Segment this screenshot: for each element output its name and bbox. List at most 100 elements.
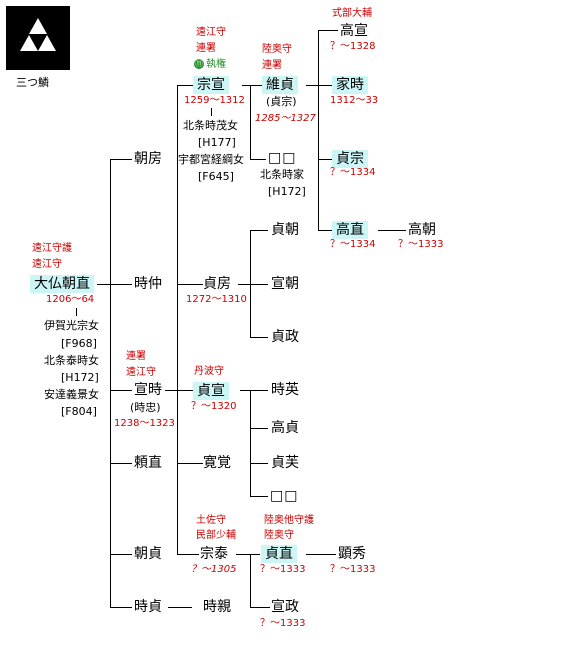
connector — [250, 554, 260, 555]
title-label: 遠江守 — [32, 259, 62, 270]
person-akihide: 顕秀 — [338, 546, 366, 562]
person-munetai: 宗泰 — [200, 546, 228, 562]
connector — [250, 230, 251, 337]
person-nobumasa: 宣政 — [271, 599, 299, 615]
connector — [250, 607, 270, 608]
connector — [177, 85, 193, 86]
connector — [240, 390, 250, 391]
connector — [110, 284, 132, 285]
connector — [378, 230, 406, 231]
person-sadatomo: 貞朝 — [271, 222, 299, 238]
connector — [318, 159, 332, 160]
title-label: 連署 — [126, 351, 146, 362]
person-nobutomo: 宣朝 — [271, 276, 299, 292]
connector — [306, 85, 318, 86]
title-label: 連署 — [196, 43, 216, 54]
years-label: ？～1333 — [398, 239, 444, 250]
connector — [250, 390, 268, 391]
person-munenobu: 宗宣 — [193, 76, 229, 94]
spouse-label: 北条時家 — [260, 168, 304, 181]
connector — [242, 85, 250, 86]
alt-name: (貞宗) — [266, 95, 297, 108]
connector — [110, 159, 111, 607]
person-sadamune: 貞宗 — [332, 150, 368, 168]
person-tokihide: 時英 — [271, 382, 299, 398]
person-sadamasa: 貞政 — [271, 329, 299, 345]
connector — [110, 390, 132, 391]
person-takatomo: 高朝 — [408, 222, 436, 238]
spouse-ref: [H172] — [268, 185, 306, 198]
connector — [236, 554, 250, 555]
person-ietoki: 家時 — [332, 76, 368, 94]
connector — [177, 284, 203, 285]
connector — [250, 554, 251, 607]
years-label: ？～1334 — [330, 167, 376, 178]
person-yorinao: 頼直 — [134, 455, 162, 471]
spouse-ref: [F645] — [198, 170, 234, 183]
connector — [318, 30, 319, 230]
person-koresada: 維貞 — [262, 76, 298, 94]
connector — [250, 284, 268, 285]
spouse-label: 宇都宮経綱女 — [178, 153, 244, 166]
connector — [165, 390, 177, 391]
spouse-ref: [H172] — [61, 371, 99, 384]
person-sadanobu: 貞宣 — [193, 382, 229, 400]
connector — [168, 607, 192, 608]
connector — [250, 85, 251, 159]
connector — [250, 428, 268, 429]
title-label: 遠江守 — [126, 367, 156, 378]
spouse-ref: [F804] — [61, 405, 97, 418]
person-tokisada: 時貞 — [134, 599, 162, 615]
connector — [110, 554, 132, 555]
person-kankaku: 寛覚 — [203, 455, 231, 471]
person-tokichika: 時親 — [203, 599, 231, 615]
years-label: 1259～1312 — [184, 95, 245, 106]
years-label: 1312～33 — [330, 95, 379, 106]
years-label: ？～1305 — [191, 564, 237, 575]
spouse-label: 北条時茂女 — [183, 119, 238, 132]
connector — [177, 390, 193, 391]
connector — [177, 554, 199, 555]
title-label: 陸奥守 — [264, 530, 294, 541]
connector — [250, 337, 268, 338]
connector — [76, 308, 77, 316]
person-takanao: 高直 — [332, 221, 368, 239]
spouse-label: 伊賀光宗女 — [44, 319, 99, 332]
years-label: 1238～1323 — [114, 418, 175, 429]
connector — [318, 30, 338, 31]
person-takanobu: 高宣 — [340, 23, 368, 39]
person-tomosada: 朝貞 — [134, 546, 162, 562]
connector — [250, 159, 266, 160]
connector — [306, 554, 336, 555]
person-sadafusa: 貞房 — [203, 276, 231, 292]
years-label: ？～1328 — [330, 41, 376, 52]
person-tomofusa: 朝房 — [134, 151, 162, 167]
title-label: 丹波守 — [194, 366, 224, 377]
spouse-label: 北条泰時女 — [44, 354, 99, 367]
person-unknown: □□ — [270, 488, 299, 504]
title-label: 遠江守護 — [32, 243, 72, 254]
connector — [250, 390, 251, 496]
person-sadanao: 貞直 — [261, 545, 297, 563]
connector — [211, 108, 212, 116]
title-label: 土佐守 — [196, 515, 226, 526]
connector — [97, 284, 110, 285]
title-label: 遠江守 — [196, 27, 226, 38]
years-label: 1272～1310 — [186, 294, 247, 305]
connector — [318, 85, 332, 86]
years-label: 1285～1327 — [255, 113, 316, 124]
mitsu-uroko-icon — [6, 6, 70, 70]
alt-name: (時忠) — [130, 401, 161, 414]
person-sadayoshi: 貞芙 — [271, 455, 299, 471]
person-asahiro: 大仏朝直 — [30, 275, 94, 293]
years-label: ？～1333 — [330, 564, 376, 575]
connector — [110, 607, 132, 608]
regent-label: 執権 — [206, 59, 226, 70]
connector — [110, 159, 132, 160]
person-tokinaka: 時仲 — [134, 276, 162, 292]
title-label: 民部少輔 — [196, 530, 236, 541]
connector — [250, 230, 268, 231]
title-label: 式部大輔 — [332, 8, 372, 19]
years-label: ？～1334 — [330, 239, 376, 250]
